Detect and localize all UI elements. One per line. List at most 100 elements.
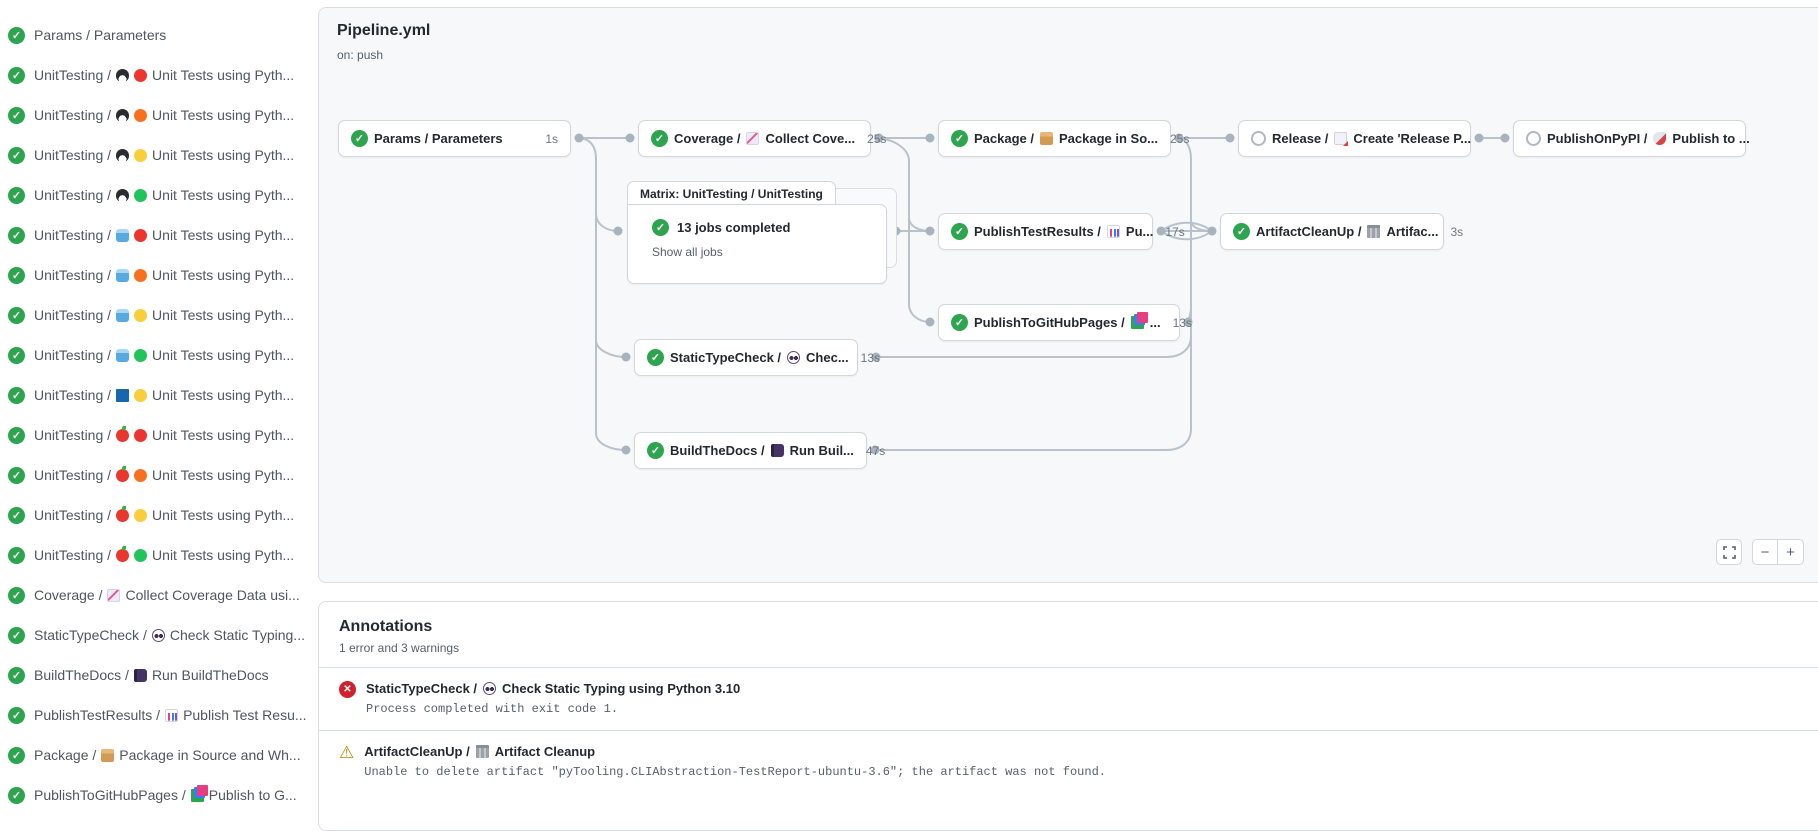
sidebar-job-item[interactable]: ✓ UnitTesting /Unit Tests using Pyth... bbox=[0, 495, 310, 535]
sidebar-job-item[interactable]: ✓UnitTesting /Unit Tests using Pyth... bbox=[0, 175, 310, 215]
node-duration: 25s bbox=[1170, 131, 1190, 146]
sidebar-job-label: UnitTesting /Unit Tests using Pyth... bbox=[34, 267, 295, 283]
error-x-circle-icon: ✕ bbox=[339, 681, 356, 698]
sidebar-job-item[interactable]: ✓Coverage /Collect Coverage Data usi... bbox=[0, 575, 310, 615]
apple-icon bbox=[116, 545, 130, 562]
sidebar-job-item[interactable]: ✓PublishToGitHubPages /Publish to G... bbox=[0, 775, 310, 815]
job-node-release[interactable]: Release /Create 'Release P... bbox=[1238, 120, 1471, 157]
annotation-job-link[interactable]: ArtifactCleanUp /Artifact Cleanup bbox=[364, 744, 596, 759]
dot-orange-icon bbox=[134, 108, 148, 122]
matrix-summary: 13 jobs completed bbox=[677, 220, 791, 235]
job-node-publishonpypi[interactable]: PublishOnPyPI /Publish to ... bbox=[1513, 120, 1750, 157]
sidebar-job-item[interactable]: ✓PublishTestResults /Publish Test Resu..… bbox=[0, 695, 310, 735]
sidebar-job-item[interactable]: ✓UnitTesting /Unit Tests using Pyth... bbox=[0, 455, 310, 495]
sidebar-job-item[interactable]: ✓Package /Package in Source and Wh... bbox=[0, 735, 310, 775]
eyes-icon bbox=[483, 682, 497, 695]
check-circle-icon: ✓ bbox=[8, 706, 25, 724]
workflow-file-title: Pipeline.yml bbox=[337, 22, 431, 39]
zoom-in-button[interactable]: + bbox=[1778, 539, 1804, 565]
job-node-statictypecheck[interactable]: ✓StaticTypeCheck /Chec...13s bbox=[634, 339, 880, 376]
check-circle-icon: ✓ bbox=[8, 66, 25, 84]
sidebar-job-label: UnitTesting /Unit Tests using Pyth... bbox=[34, 505, 295, 523]
chart-up-icon bbox=[107, 588, 121, 602]
matrix-group-box[interactable]: ✓ 13 jobs completed Show all jobs bbox=[627, 204, 887, 284]
node-label-detail: Run Buil... bbox=[789, 443, 854, 458]
job-node-coverage[interactable]: ✓Coverage /Collect Cove...25s bbox=[638, 120, 886, 157]
sidebar-job-label: Params / Parameters bbox=[34, 27, 167, 43]
sidebar-job-label: StaticTypeCheck /Check Static Typing... bbox=[34, 627, 305, 643]
sidebar-job-item[interactable]: ✓UnitTesting /Unit Tests using Pyth... bbox=[0, 335, 310, 375]
check-circle-icon: ✓ bbox=[8, 106, 25, 124]
check-circle-icon: ✓ bbox=[8, 226, 25, 244]
annotation-message: Process completed with exit code 1. bbox=[366, 702, 619, 716]
cube-icon bbox=[116, 228, 130, 242]
sidebar-job-item[interactable]: ✓ UnitTesting /Unit Tests using Pyth... bbox=[0, 415, 310, 455]
check-circle-icon: ✓ bbox=[8, 386, 25, 404]
sidebar-job-label: UnitTesting /Unit Tests using Pyth... bbox=[34, 187, 295, 203]
sidebar-job-item[interactable]: ✓UnitTesting /Unit Tests using Pyth... bbox=[0, 55, 310, 95]
sidebar-job-item[interactable]: ✓BuildTheDocs /Run BuildTheDocs bbox=[0, 655, 310, 695]
zoom-out-button[interactable]: − bbox=[1752, 539, 1778, 565]
package-icon bbox=[1040, 132, 1053, 145]
node-label: PublishToGitHubPages / bbox=[974, 315, 1125, 330]
fullscreen-button[interactable] bbox=[1716, 539, 1742, 565]
node-label-detail: Artifac... bbox=[1386, 224, 1439, 239]
matrix-group-tab: Matrix: UnitTesting / UnitTesting bbox=[627, 181, 836, 204]
check-circle-icon: ✓ bbox=[8, 586, 25, 604]
annotations-list: ✕ StaticTypeCheck /Check Static Typing us… bbox=[319, 667, 1818, 793]
workflow-trigger: on: push bbox=[337, 48, 384, 62]
sidebar-job-item[interactable]: ✓UnitTesting /Unit Tests using Pyth... bbox=[0, 135, 310, 175]
job-node-publishtogithubpages[interactable]: ✓PublishToGitHubPages /...13s bbox=[938, 304, 1192, 341]
check-circle-icon: ✓ bbox=[8, 146, 25, 164]
node-label: BuildTheDocs / bbox=[670, 443, 765, 458]
check-circle-icon: ✓ bbox=[8, 506, 25, 524]
annotation-message: Unable to delete artifact "pyTooling.CLI… bbox=[364, 765, 1106, 779]
sidebar-job-item[interactable]: ✓ UnitTesting /Unit Tests using Pyth... bbox=[0, 375, 310, 415]
sidebar-job-label: UnitTesting /Unit Tests using Pyth... bbox=[34, 227, 295, 243]
check-circle-icon: ✓ bbox=[351, 130, 368, 147]
cube-icon bbox=[116, 268, 130, 282]
graph-controls: − + bbox=[1716, 539, 1804, 565]
eyes-icon bbox=[151, 628, 165, 642]
sidebar-job-item[interactable]: ✓Params / Parameters bbox=[0, 15, 310, 55]
sidebar-job-item[interactable]: ✓UnitTesting /Unit Tests using Pyth... bbox=[0, 535, 310, 575]
node-label: ArtifactCleanUp / bbox=[1256, 224, 1362, 239]
sidebar-job-item[interactable]: ✓UnitTesting /Unit Tests using Pyth... bbox=[0, 295, 310, 335]
sidebar-job-label: UnitTesting /Unit Tests using Pyth... bbox=[34, 425, 295, 443]
sidebar-job-item[interactable]: ✓ UnitTesting /Unit Tests using Pyth... bbox=[0, 215, 310, 255]
sidebar-job-label: UnitTesting /Unit Tests using Pyth... bbox=[34, 387, 295, 403]
node-label: Coverage / bbox=[674, 131, 741, 146]
dot-red-icon bbox=[134, 428, 148, 442]
node-label: Package / bbox=[974, 131, 1034, 146]
sidebar-job-item[interactable]: ✓StaticTypeCheck /Check Static Typing... bbox=[0, 615, 310, 655]
dot-orange-icon bbox=[134, 468, 148, 482]
show-all-jobs-link[interactable]: Show all jobs bbox=[652, 245, 723, 259]
job-node-buildthedocs[interactable]: ✓BuildTheDocs /Run Buil...47s bbox=[634, 432, 885, 469]
check-circle-icon: ✓ bbox=[951, 314, 968, 331]
node-label-detail: Pu... bbox=[1125, 224, 1154, 239]
check-circle-icon: ✓ bbox=[8, 666, 25, 684]
annotation-job-link[interactable]: StaticTypeCheck /Check Static Typing usi… bbox=[366, 681, 741, 696]
barchart-icon bbox=[1106, 225, 1120, 238]
sidebar-job-item[interactable]: ✓UnitTesting /Unit Tests using Pyth... bbox=[0, 255, 310, 295]
cube-icon bbox=[116, 348, 130, 362]
check-circle-icon: ✓ bbox=[8, 426, 25, 444]
penguin-icon bbox=[116, 108, 130, 122]
annotations-title: Annotations bbox=[339, 618, 433, 635]
job-node-artifactcleanup[interactable]: ✓ArtifactCleanUp /Artifac...3s bbox=[1220, 213, 1463, 250]
workflow-graph-panel: Pipeline.yml on: push bbox=[318, 7, 1818, 583]
notebook-icon bbox=[770, 444, 784, 457]
job-node-package[interactable]: ✓Package /Package in So...25s bbox=[938, 120, 1189, 157]
rocket-icon bbox=[1653, 132, 1667, 145]
node-label: StaticTypeCheck / bbox=[670, 350, 782, 365]
dot-red-icon bbox=[134, 228, 148, 242]
windows-icon bbox=[116, 388, 130, 402]
job-list-sidebar: ✓Params / Parameters✓UnitTesting /Unit T… bbox=[0, 0, 310, 815]
sidebar-job-item[interactable]: ✓UnitTesting /Unit Tests using Pyth... bbox=[0, 95, 310, 135]
check-circle-icon: ✓ bbox=[8, 346, 25, 364]
job-node-publishtestresults[interactable]: ✓PublishTestResults /Pu...17s bbox=[938, 213, 1185, 250]
node-label-detail: Create 'Release P... bbox=[1353, 131, 1472, 146]
check-circle-icon: ✓ bbox=[951, 223, 968, 240]
annotations-summary: 1 error and 3 warnings bbox=[339, 641, 460, 655]
